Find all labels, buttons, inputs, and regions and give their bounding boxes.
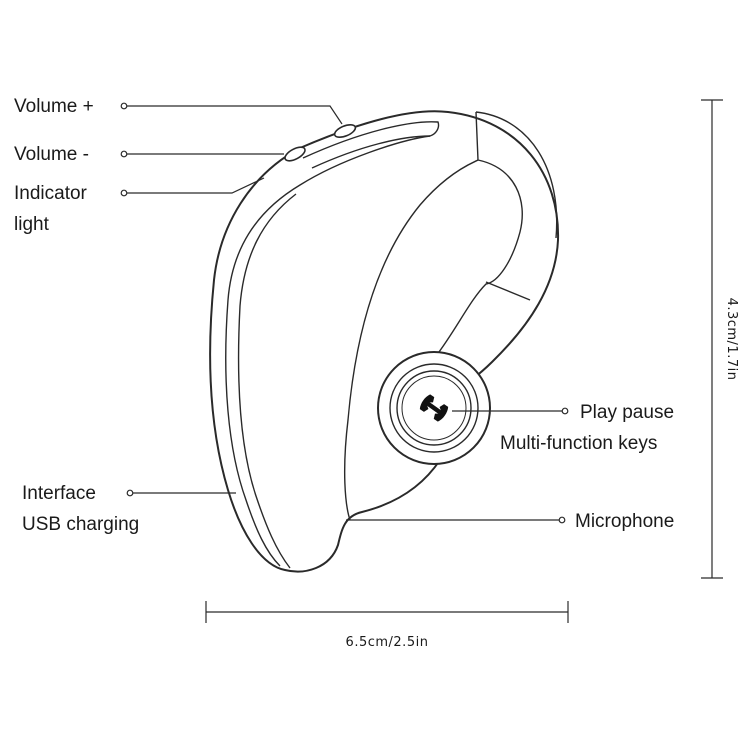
- volume-down-dot: [120, 150, 128, 158]
- inner-shell-curve: [343, 159, 479, 521]
- earpiece-contour-1: [225, 121, 440, 567]
- label-microphone: Microphone: [575, 511, 674, 532]
- volume-up-leader: [127, 105, 343, 125]
- ear-hook-edge: [475, 111, 558, 239]
- ear-hook-divider: [485, 281, 531, 301]
- label-indicator-line2: light: [14, 214, 50, 235]
- earpiece-outer-outline: [209, 110, 560, 573]
- interface-dot: [126, 489, 134, 497]
- label-width-dimension: 6.5cm/2.5in: [346, 635, 429, 650]
- label-indicator-line1: Indicator: [14, 183, 88, 204]
- indicator-leader: [127, 177, 265, 194]
- label-interface-line1: Interface: [22, 483, 96, 504]
- ear-hook-inner: [435, 111, 523, 357]
- multi-function-button[interactable]: [377, 351, 491, 465]
- volume-up-dot: [120, 102, 128, 110]
- phone-icon: [419, 394, 449, 422]
- height-dimension: [701, 99, 723, 579]
- microphone-dot: [558, 516, 566, 524]
- label-play-pause: Play pause: [580, 402, 674, 423]
- label-interface-line2: USB charging: [22, 514, 139, 535]
- earpiece-contour-2: [237, 135, 431, 569]
- label-volume-down: Volume -: [14, 144, 89, 165]
- volume-buttons: [283, 122, 357, 163]
- width-dimension: [205, 601, 569, 623]
- label-multi-function: Multi-function keys: [500, 433, 657, 454]
- volume-up-button[interactable]: [333, 122, 357, 140]
- play-pause-dot: [561, 407, 569, 415]
- leader-lines: [120, 102, 569, 524]
- label-volume-up: Volume +: [14, 96, 94, 117]
- earpiece-body: [209, 110, 560, 573]
- indicator-dot: [120, 189, 128, 197]
- label-height-dimension: 4.3cm/1.7in: [724, 298, 739, 381]
- volume-down-button[interactable]: [283, 144, 307, 163]
